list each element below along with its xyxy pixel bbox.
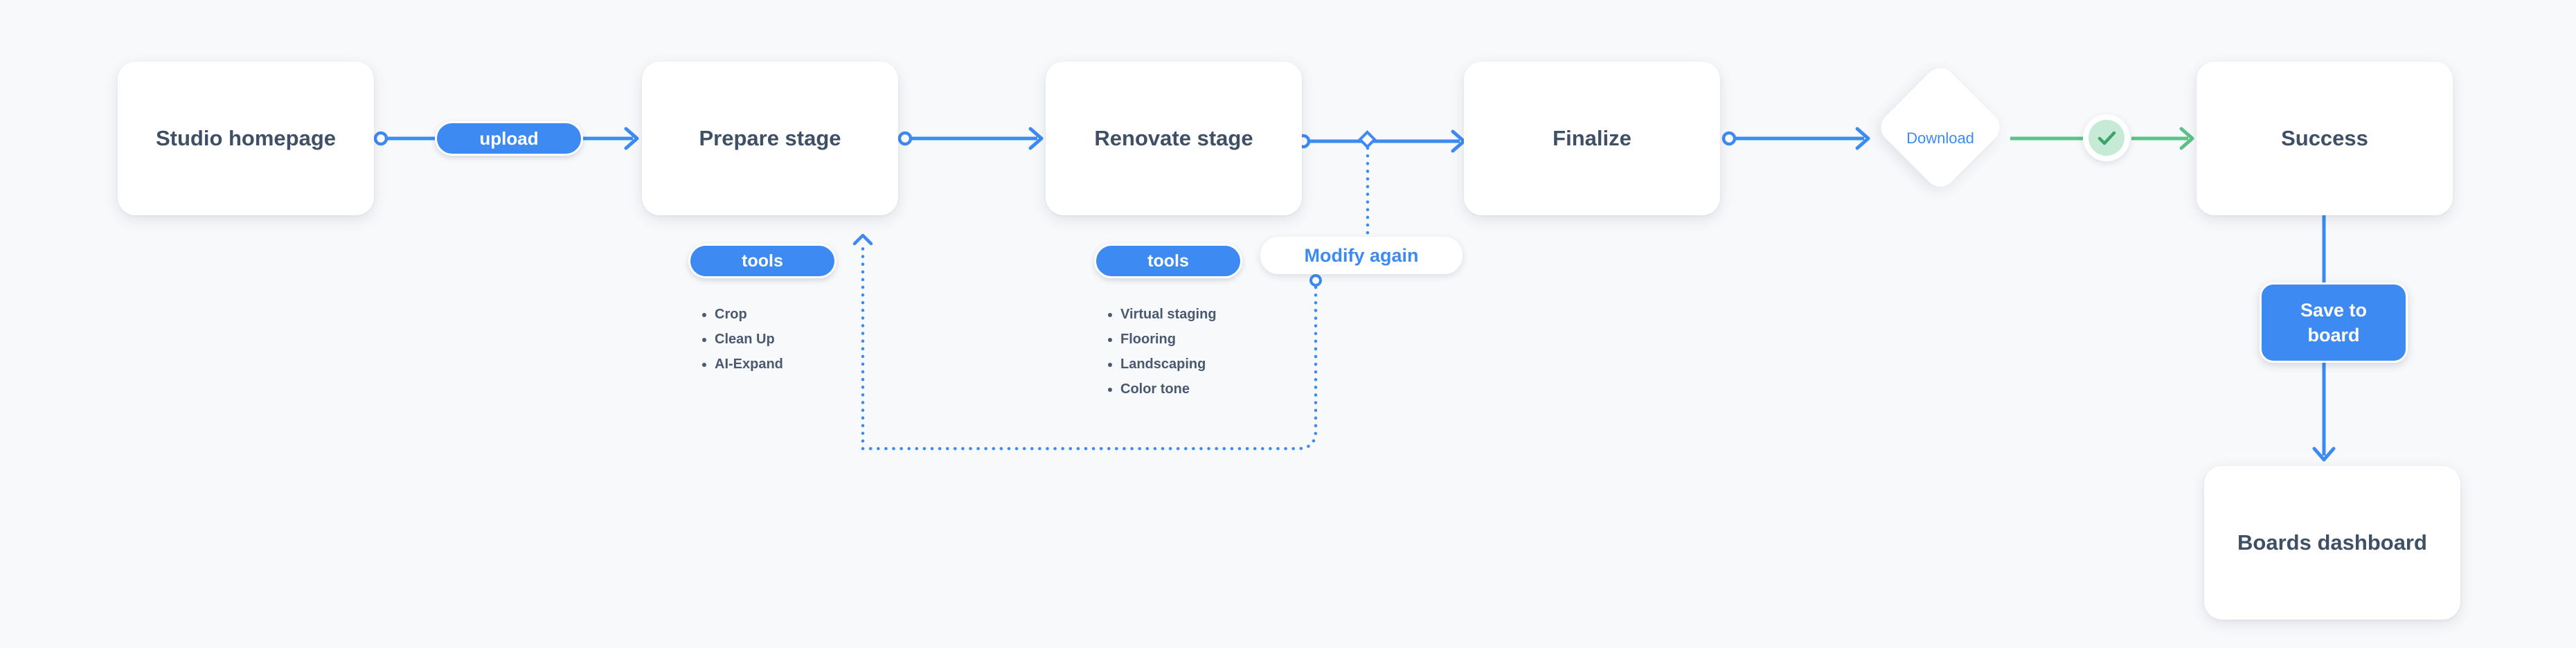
edge-finalize-to-download <box>1721 127 1870 150</box>
edge-home-to-prepare <box>373 127 639 150</box>
upload-label[interactable]: upload <box>435 121 583 156</box>
renovate-tools-list: Virtual staging Flooring Landscaping Col… <box>1101 302 1217 402</box>
tool-item-ai-expand: AI-Expand <box>715 352 783 377</box>
node-renovate-stage[interactable]: Renovate stage <box>1046 62 1302 215</box>
node-boards-dashboard[interactable]: Boards dashboard <box>2204 466 2460 620</box>
tool-item-landscaping: Landscaping <box>1120 352 1217 377</box>
tool-item-color-tone: Color tone <box>1120 377 1217 402</box>
prepare-tools-list: Crop Clean Up AI-Expand <box>695 302 783 377</box>
tool-item-crop: Crop <box>715 302 783 327</box>
node-success[interactable]: Success <box>2197 62 2453 215</box>
save-to-board-line-1: Save to <box>2300 300 2368 321</box>
tool-item-virtual-staging: Virtual staging <box>1120 302 1217 327</box>
save-to-board-line-2: board <box>2307 325 2360 345</box>
node-finalize[interactable]: Finalize <box>1464 62 1720 215</box>
renovate-tools-badge: tools <box>1094 244 1242 278</box>
loop-arrowhead <box>852 233 873 246</box>
edge-renovate-to-finalize <box>1296 129 1466 153</box>
node-studio-homepage[interactable]: Studio homepage <box>118 62 374 215</box>
check-icon <box>2083 114 2130 161</box>
edge-modify-again-loop <box>861 146 1370 451</box>
tool-item-clean-up: Clean Up <box>715 327 783 352</box>
download-label[interactable]: Download <box>1906 129 1974 147</box>
edge-success-to-boards <box>2312 215 2336 462</box>
tool-item-flooring: Flooring <box>1120 327 1217 352</box>
edge-download-to-success <box>2010 127 2194 150</box>
prepare-tools-badge: tools <box>688 244 837 278</box>
save-to-board-button[interactable]: Save to board <box>2260 282 2408 363</box>
modify-again-label[interactable]: Modify again <box>1260 237 1463 274</box>
node-prepare-stage[interactable]: Prepare stage <box>642 62 898 215</box>
loop-start-dot <box>1309 274 1322 287</box>
edge-prepare-to-renovate <box>897 127 1044 150</box>
